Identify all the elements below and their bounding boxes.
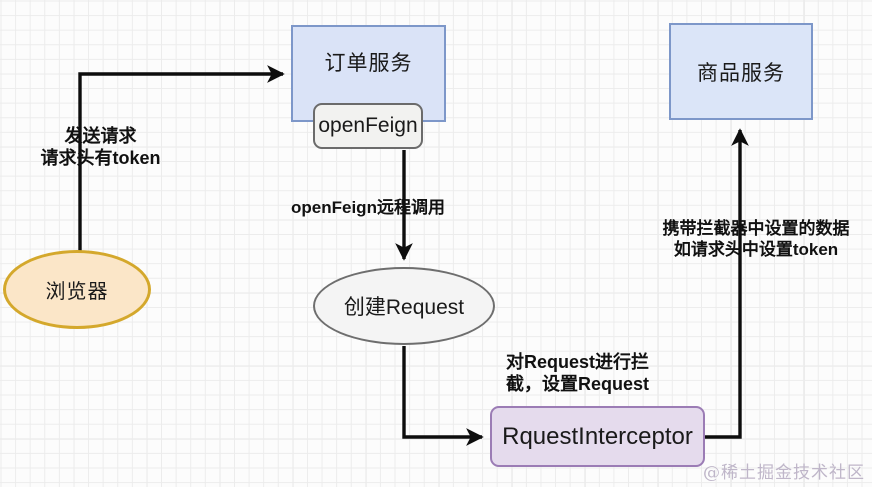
edge-label-openfeign-remote-call: openFeign远程调用 xyxy=(291,198,445,217)
node-browser[interactable]: 浏览器 xyxy=(3,250,151,329)
node-request-interceptor[interactable]: RquestInterceptor xyxy=(490,406,705,467)
node-product-service[interactable]: 商品服务 xyxy=(669,23,813,120)
watermark: @稀土掘金技术社区 xyxy=(703,463,865,483)
edge-create-request-to-interceptor xyxy=(402,346,484,446)
edge-label-intercept-request: 对Request进行拦 截，设置Request xyxy=(506,352,650,394)
node-create-request[interactable]: 创建Request xyxy=(313,267,495,345)
edge-interceptor-to-product-service xyxy=(705,128,749,439)
edge-label-carry-data: 携带拦截器中设置的数据 如请求头中设置token xyxy=(662,219,850,259)
edge-label-send-request: 发送请求 请求头有token xyxy=(40,126,161,168)
node-openfeign[interactable]: openFeign xyxy=(313,103,423,149)
